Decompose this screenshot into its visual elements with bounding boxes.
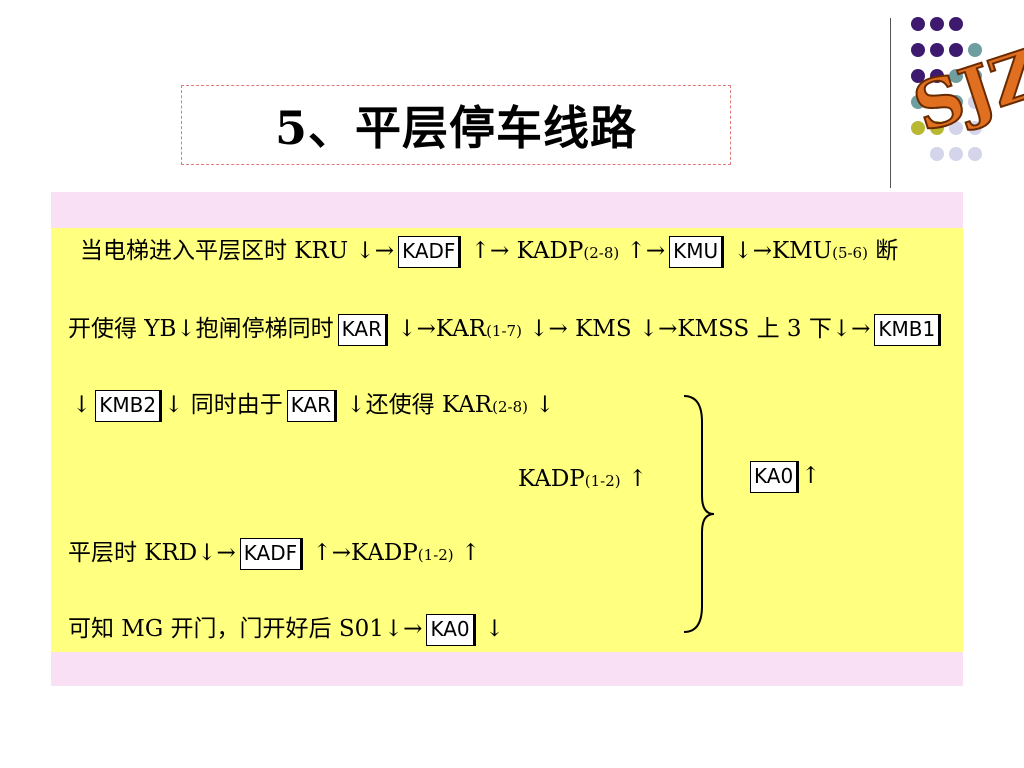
decorative-dot [911, 121, 925, 135]
decorative-dot [930, 17, 944, 31]
decorative-dot [930, 147, 944, 161]
line-text: ↓→ KMS ↓→KMSS 上 3 下↓→ [521, 316, 871, 342]
line-text: ↓ 同时由于 [164, 392, 283, 418]
content-panel [51, 228, 963, 652]
vertical-divider [890, 18, 891, 188]
line-text: ↓→KAR [390, 316, 487, 342]
line-text: ↓ [72, 392, 92, 418]
decorative-dot [968, 69, 982, 83]
contact-number: (1-2) [417, 546, 454, 564]
contact-number: (1-7) [486, 322, 522, 340]
decorative-dot [930, 95, 944, 109]
relay-box-kmu: KMU [669, 236, 723, 268]
decorative-dot [949, 95, 963, 109]
decorative-dot [968, 95, 982, 109]
relay-box-ka0: KA0 [750, 461, 798, 493]
relay-box-kar: KAR [337, 314, 387, 346]
ka0-output: KA0↑ [746, 459, 820, 493]
page-title: 5、平层停车线路 [274, 101, 637, 155]
relay-box-kmb2: KMB2 [95, 390, 161, 422]
line-text: 可知 MG 开门，门开好后 S01↓→ [68, 616, 423, 642]
relay-box-kadf: KADF [239, 538, 302, 570]
line-text: ↓ [527, 392, 555, 418]
line-text: ↑ [453, 540, 481, 566]
contact-number: (2-8) [492, 398, 528, 416]
circuit-line-1: 当电梯进入平层区时 KRU ↓→KADF ↑→ KADP(2-8) ↑→KMU … [80, 234, 898, 268]
contact-number: (5-6) [832, 244, 868, 262]
contact-number: (2-8) [583, 244, 620, 262]
circuit-line-4: KADP(1-2) ↑ [518, 462, 647, 496]
decorative-dot [911, 69, 925, 83]
decorative-dot [911, 95, 925, 109]
line-text: 断 [867, 238, 899, 264]
line-text: ↑→ [619, 238, 666, 264]
contact-number: (1-2) [584, 472, 621, 490]
decorative-dot [930, 121, 944, 135]
circuit-line-5: 平层时 KRD↓→KADF ↑→KADP(1-2) ↑ [68, 536, 480, 570]
line-text: ↑ [801, 463, 821, 489]
line-text: ↑ [620, 466, 648, 492]
relay-box-kar: KAR [286, 390, 336, 422]
decorative-dot [949, 69, 963, 83]
decorative-dot [949, 17, 963, 31]
relay-box-kmb1: KMB1 [874, 314, 940, 346]
relay-box-kadf: KADF [398, 236, 460, 268]
decorative-dot [968, 121, 982, 135]
line-text: ↓ [477, 616, 505, 642]
decorative-dot [930, 69, 944, 83]
decorative-dot-grid: SJZ [904, 17, 1024, 161]
line-text: ↓还使得 KAR [339, 392, 493, 418]
circuit-line-6: 可知 MG 开门，门开好后 S01↓→KA0 ↓ [68, 612, 504, 646]
line-text: ↑→KADP [305, 540, 418, 566]
line-text: KADP [518, 466, 585, 492]
decorative-dot [911, 17, 925, 31]
decorative-dot [968, 43, 982, 57]
line-text: 开使得 YB↓抱闸停梯同时 [68, 316, 334, 342]
decorative-dot [968, 147, 982, 161]
line-text: ↓→KMU [726, 238, 833, 264]
decorative-dot [949, 147, 963, 161]
line-text: ↑→ KADP [463, 238, 584, 264]
decorative-dot [949, 121, 963, 135]
top-band [51, 192, 963, 228]
bottom-band [51, 652, 963, 686]
right-curly-brace-icon [683, 395, 715, 633]
decorative-dot [949, 43, 963, 57]
decorative-dot [930, 43, 944, 57]
line-text: 平层时 KRD↓→ [68, 540, 236, 566]
line-text: 当电梯进入平层区时 KRU ↓→ [80, 238, 395, 264]
decorative-dot [911, 43, 925, 57]
title-frame: 5、平层停车线路 [181, 85, 731, 165]
relay-box-ka0: KA0 [426, 614, 474, 646]
